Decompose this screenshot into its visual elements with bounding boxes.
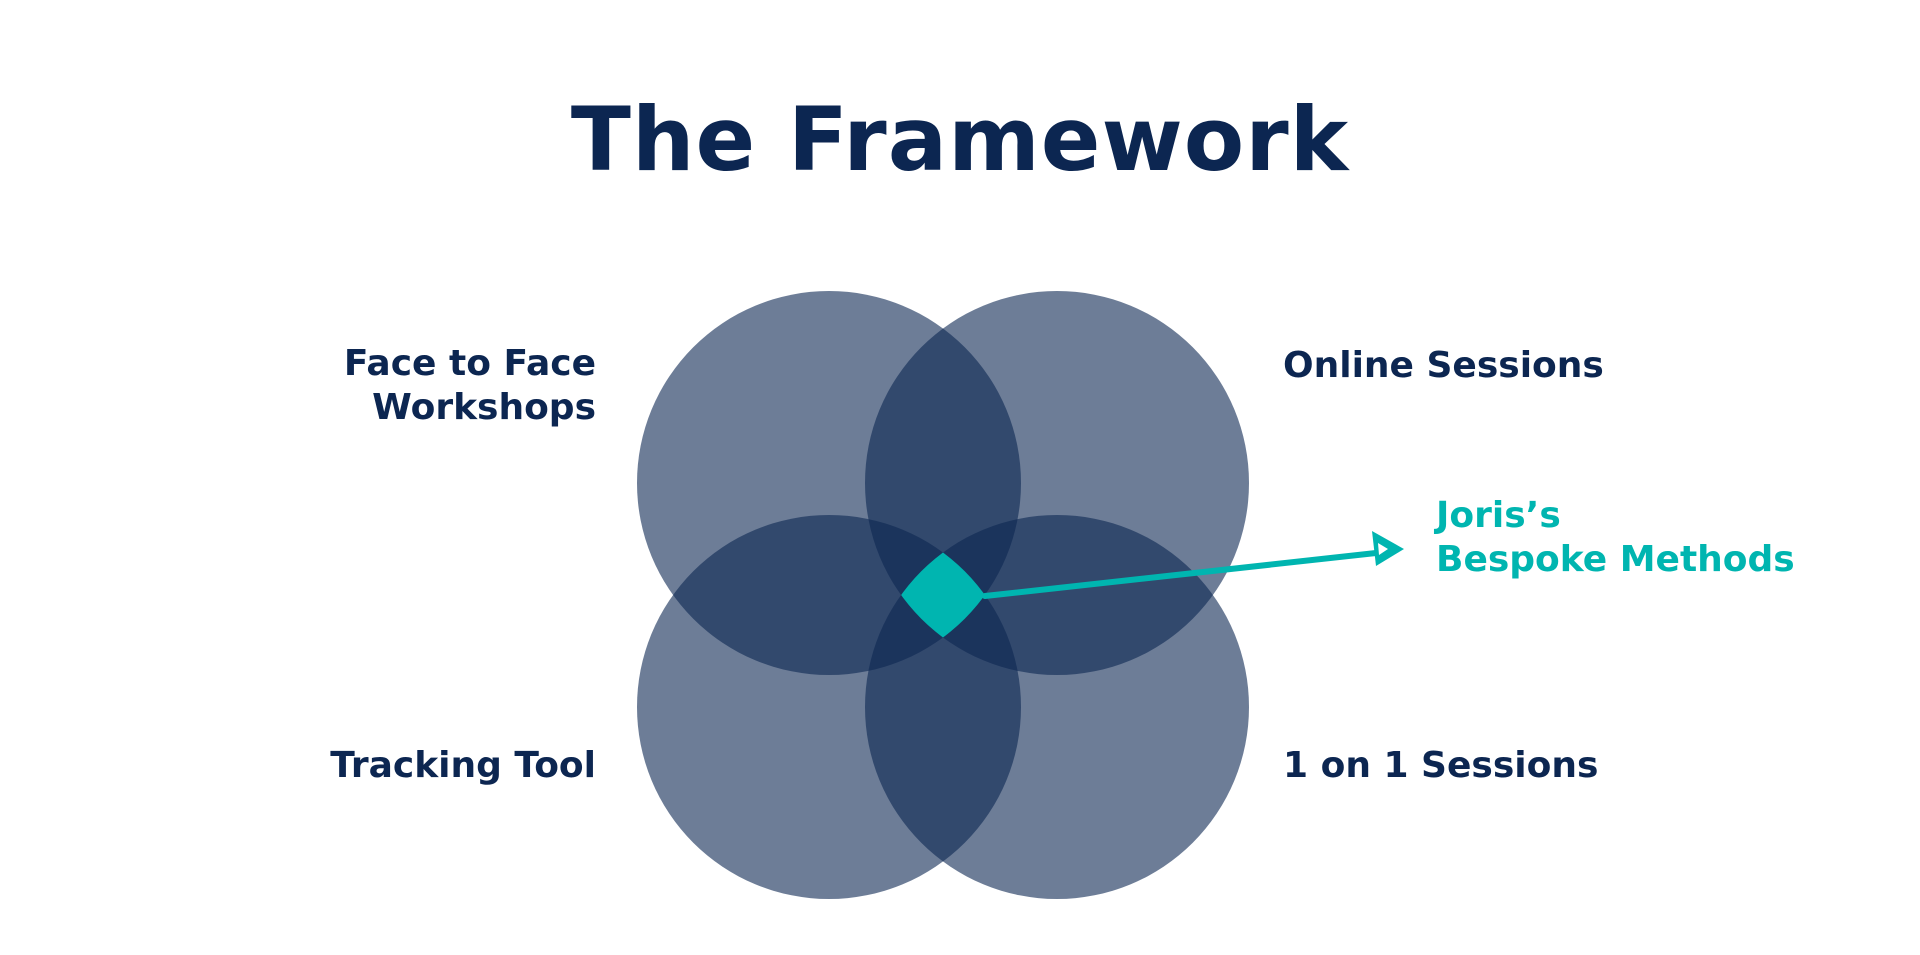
page-title: The Framework [570, 88, 1350, 191]
label-face-to-face-workshops: Face to Face Workshops [344, 342, 596, 430]
label-bespoke-methods: Joris’s Bespoke Methods [1436, 494, 1795, 582]
label-1on1-sessions: 1 on 1 Sessions [1283, 744, 1598, 788]
arrow-connector [982, 531, 1404, 599]
label-line: Workshops [372, 387, 596, 428]
label-line: Joris’s [1436, 495, 1561, 536]
label-line: 1 on 1 Sessions [1283, 745, 1599, 786]
center-intersection [865, 515, 1021, 675]
label-tracking-tool: Tracking Tool [330, 744, 596, 788]
label-online-sessions: Online Sessions [1283, 344, 1604, 388]
label-line: Online Sessions [1283, 345, 1604, 386]
label-line: Face to Face [343, 343, 596, 384]
label-line: Tracking Tool [330, 745, 596, 786]
label-line: Bespoke Methods [1436, 539, 1795, 580]
